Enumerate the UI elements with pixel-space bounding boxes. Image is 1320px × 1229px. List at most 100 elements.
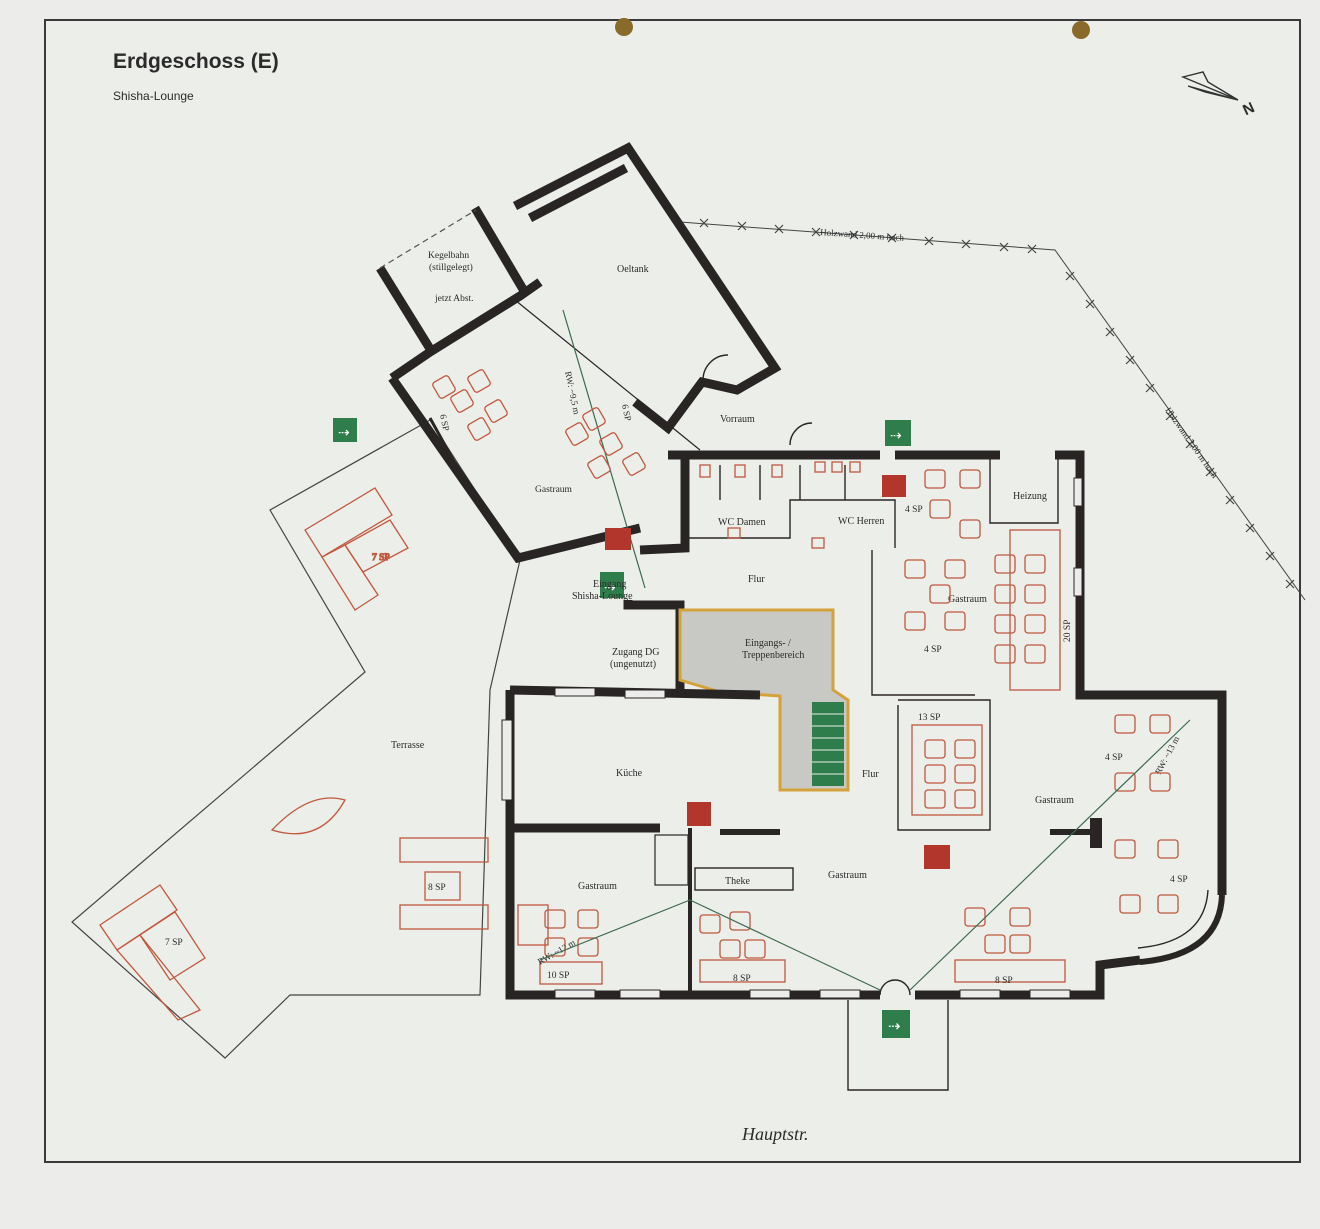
kueche-label: Küche — [616, 768, 643, 779]
east-gastraum-label: Gastraum — [1035, 795, 1074, 806]
center-gastraum-label: Gastraum — [828, 870, 867, 881]
extinguisher-icon — [605, 528, 631, 550]
theke-counter — [694, 867, 794, 891]
entrance-door-arc — [879, 979, 911, 996]
door-arc — [789, 422, 813, 446]
oeltank-walls — [512, 142, 782, 435]
south-west-furniture — [517, 904, 603, 985]
east-pillar — [1090, 818, 1102, 848]
lounge-wall-north — [389, 278, 543, 382]
lounge-wall-east — [514, 299, 701, 451]
shisha-lounge-label: Shisha-Lounge — [572, 591, 633, 602]
flur-label-a: Flur — [748, 574, 765, 585]
window — [959, 989, 1001, 999]
curved-wall — [1139, 894, 1225, 965]
street-label: Hauptstr. — [741, 1124, 809, 1144]
exit-sign-icon: ⇢ — [885, 420, 911, 446]
sp8-label-c: 8 SP — [995, 976, 1013, 986]
fence-line — [679, 221, 1306, 601]
terrasse-label: Terrasse — [391, 740, 425, 751]
sp4-label-a: 4 SP — [905, 505, 923, 515]
heizung-walls — [989, 455, 1059, 524]
wc-partitions — [685, 499, 896, 548]
vorraum-label: Vorraum — [720, 414, 755, 425]
sp13-label: 13 SP — [918, 713, 940, 723]
treppenbereich-label: Treppenbereich — [742, 650, 804, 661]
eingangs-label: Eingangs- / — [745, 638, 791, 649]
exit-sign-icon: ⇢ — [882, 1010, 910, 1038]
sp4-label-c: 4 SP — [1105, 753, 1123, 763]
sp6-label-a: 6 SP — [438, 413, 451, 431]
sp7-label-b: 7 SP — [165, 938, 183, 948]
stair-steps — [812, 713, 844, 775]
eingang-label: Eingang — [593, 579, 626, 590]
page-title: Erdgeschoss (E) — [113, 50, 279, 73]
main-wall-south-east — [915, 955, 1141, 1000]
window — [819, 989, 861, 999]
ne-gastraum-label: Gastraum — [948, 594, 987, 605]
fence-marks — [699, 218, 1295, 589]
wc-wall-west — [639, 455, 690, 555]
flur-label-b: Flur — [862, 769, 879, 780]
sp8-label-a: 8 SP — [428, 883, 446, 893]
terrace-furniture-south — [99, 884, 206, 1021]
window — [624, 689, 666, 699]
lounge-furniture — [432, 369, 646, 479]
punch-hole — [615, 18, 633, 36]
sp10-label: 10 SP — [547, 971, 569, 981]
theke-label: Theke — [725, 876, 751, 887]
sp20-label: 20 SP — [1063, 620, 1073, 642]
sp4-label-d: 4 SP — [1170, 875, 1188, 885]
extinguisher-icon — [687, 802, 711, 826]
punch-hole — [1072, 21, 1090, 39]
wc-fixtures — [699, 461, 861, 549]
page-subtitle: Shisha-Lounge — [113, 89, 194, 103]
terrace-planter — [270, 797, 346, 835]
entrance-porch — [847, 1000, 949, 1091]
window — [1073, 477, 1083, 507]
oeltank-label: Oeltank — [617, 264, 649, 275]
booth-13-furniture — [911, 724, 983, 816]
ne-wall-east — [1055, 450, 1227, 895]
escape-route-sw — [539, 899, 881, 991]
east-furniture — [1114, 714, 1179, 914]
door-arc — [702, 354, 729, 381]
window — [1073, 567, 1083, 597]
ne-partition — [871, 550, 975, 696]
window — [619, 989, 661, 999]
lounge-wall-west-south — [388, 375, 642, 564]
svg-text:⇢: ⇢ — [890, 427, 902, 443]
kegelbahn-room — [376, 205, 531, 355]
heizung-label: Heizung — [1013, 491, 1047, 502]
sp8-label-b: 8 SP — [733, 974, 751, 984]
wc-damen-label: WC Damen — [718, 517, 766, 528]
sp4-label-b: 4 SP — [924, 645, 942, 655]
exit-sign-icon: ⇢ — [600, 572, 624, 598]
window — [554, 687, 596, 697]
small-stair — [654, 834, 689, 886]
svg-text:⇢: ⇢ — [604, 579, 616, 595]
lounge-window — [428, 417, 480, 506]
window — [1029, 989, 1071, 999]
curved-wall-inner — [1137, 889, 1209, 949]
zugang-dg-label: Zugang DG — [612, 647, 660, 658]
window — [501, 719, 513, 801]
window — [749, 989, 791, 999]
kegelbahn-label: Kegelbahn — [428, 251, 469, 261]
svg-text:⇢: ⇢ — [338, 424, 350, 440]
svg-text:⇢: ⇢ — [888, 1018, 901, 1035]
window — [554, 989, 596, 999]
oeltank-inner-wall — [527, 164, 629, 222]
sp6-label-b: 6 SP — [620, 403, 633, 421]
terrace-furniture-north: 7 SP — [304, 487, 409, 611]
wc-herren-label: WC Herren — [838, 516, 884, 527]
exit-sign-icon: ⇢ — [333, 418, 357, 442]
terrace-furniture-middle — [399, 837, 489, 930]
escape-route-east — [909, 719, 1191, 991]
stillgelegt-label: (stillgelegt) — [429, 262, 473, 273]
sp7-label-a: 7 SP — [372, 553, 390, 563]
sw-gastraum-label: Gastraum — [578, 881, 617, 892]
extinguisher-icon — [924, 845, 950, 869]
